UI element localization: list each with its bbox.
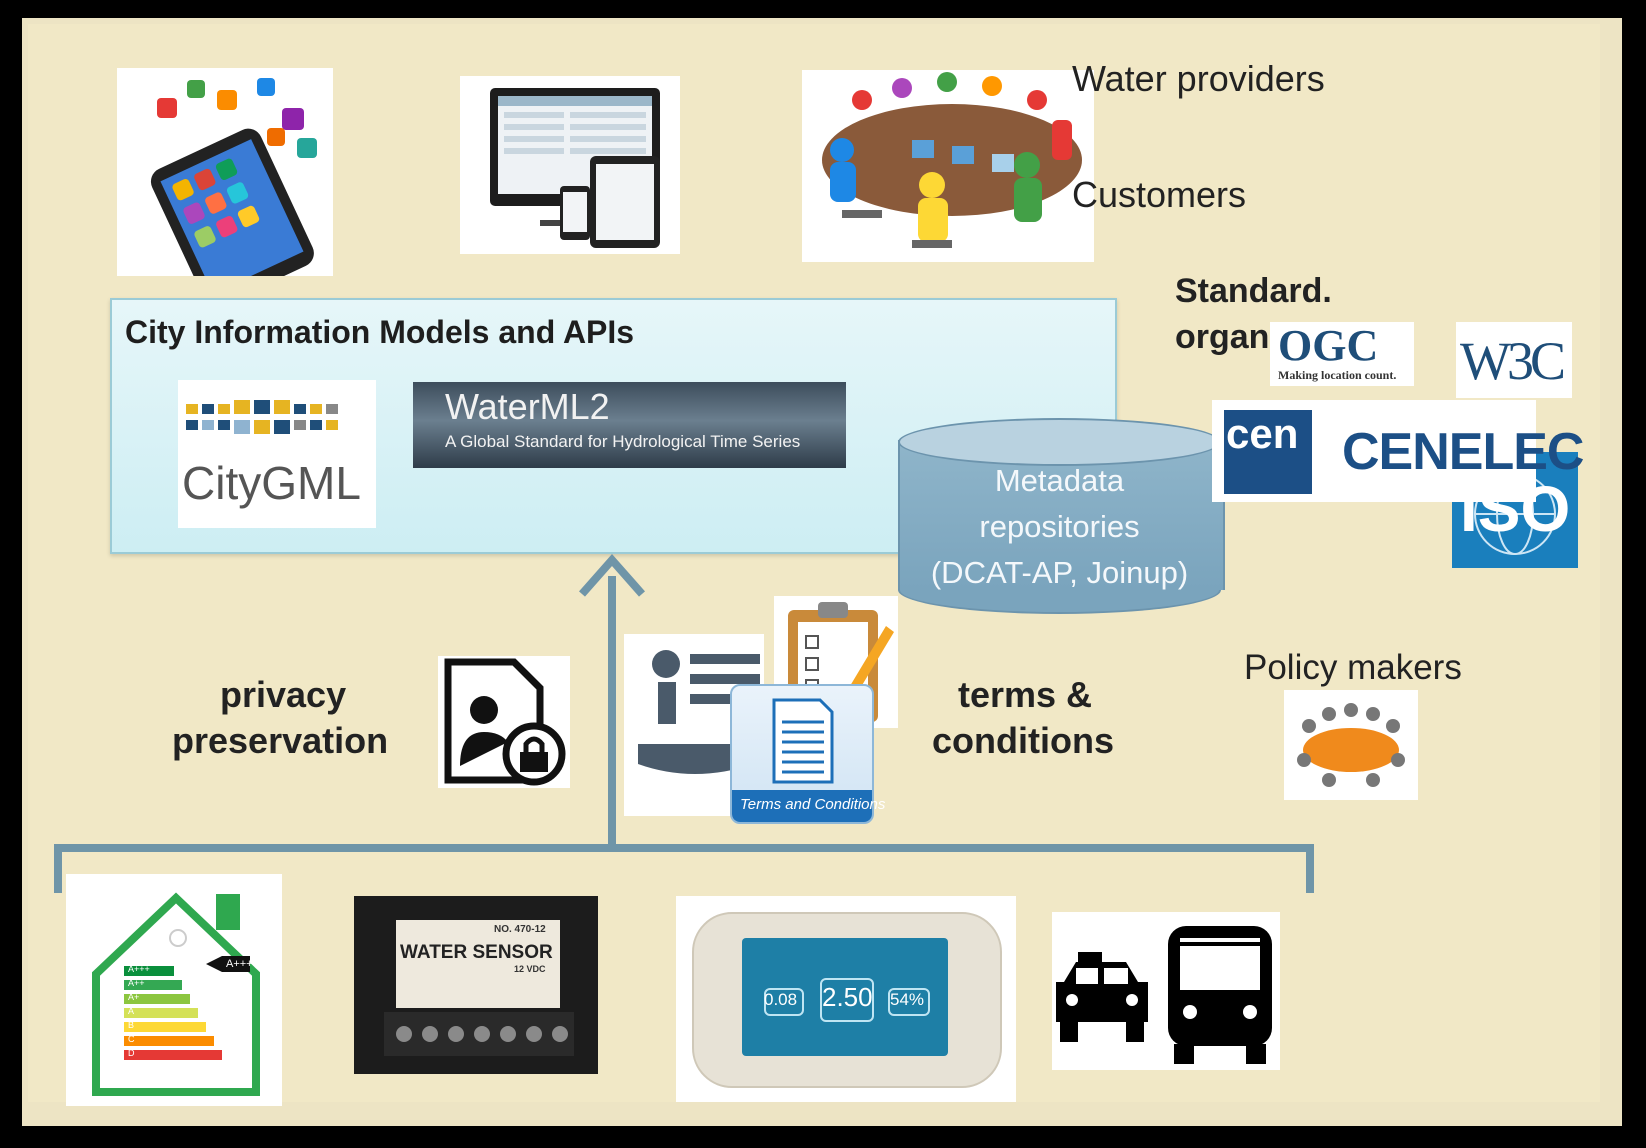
devices-image bbox=[460, 76, 680, 254]
smartphone-apps-image bbox=[117, 68, 333, 307]
water-sensor-image: NO. 470-12 WATER SENSOR 12 VDC bbox=[354, 896, 598, 1074]
policy-makers-image bbox=[1284, 690, 1418, 800]
people-puzzle-table-icon bbox=[822, 72, 1082, 248]
customers-label: Customers bbox=[1072, 174, 1247, 215]
energy-efficiency-house-icon bbox=[92, 892, 260, 1096]
meter-left-value: 0.08 bbox=[764, 990, 798, 1009]
water-sensor-voltage: 12 VDC bbox=[514, 964, 546, 974]
water-providers-label: Water providers bbox=[1072, 58, 1325, 99]
metadata-line-3: (DCAT-AP, Joinup) bbox=[930, 555, 1189, 590]
transport-image bbox=[1052, 912, 1280, 1070]
smart-meter-screen bbox=[742, 938, 948, 1056]
water-sensor-label-plate bbox=[396, 920, 560, 1008]
cen-cenelec-logo: cen CENELEC bbox=[1212, 400, 1584, 502]
waterml2-subtitle: A Global Standard for Hydrological Time … bbox=[445, 432, 801, 451]
ogc-logo: OGC Making location count. bbox=[1270, 321, 1414, 386]
cen-text: cen bbox=[1226, 410, 1299, 457]
ogc-text: OGC bbox=[1278, 321, 1379, 370]
meter-right-value: 54% bbox=[890, 990, 925, 1009]
smartphone-apps-icon bbox=[150, 78, 317, 307]
citygml-squares-icon bbox=[186, 400, 338, 434]
meeting-table-image bbox=[802, 70, 1094, 262]
policy-makers-label: Policy makers bbox=[1244, 648, 1462, 687]
waterml2-banner: WaterML2 A Global Standard for Hydrologi… bbox=[413, 382, 846, 468]
cen-block: cen bbox=[1224, 410, 1312, 494]
certificate-icon bbox=[638, 650, 760, 774]
citygml-text: CityGML bbox=[182, 457, 361, 509]
meter-left-frame bbox=[764, 988, 804, 1016]
waterml2-title: WaterML2 bbox=[445, 386, 610, 427]
terms-conditions-badge: Terms and Conditions bbox=[730, 684, 885, 824]
privacy-lock-document-icon bbox=[444, 658, 566, 786]
metadata-line-2: repositories bbox=[979, 509, 1140, 544]
metadata-cylinder-top bbox=[898, 418, 1221, 466]
metadata-repositories-label: Metadata repositories (DCAT-AP, Joinup) bbox=[898, 458, 1221, 596]
citygml-logo: CityGML bbox=[178, 380, 376, 528]
w3c-logo: W3C bbox=[1456, 322, 1572, 398]
privacy-line-2: preservation bbox=[172, 720, 389, 761]
water-sensor-title: WATER SENSOR bbox=[400, 942, 553, 963]
w3c-text: W3C bbox=[1460, 331, 1566, 391]
cenelec-text: CENELEC bbox=[1342, 423, 1584, 481]
energy-grade-labels: A+++ A++ A+ A B C D bbox=[128, 964, 150, 1058]
energy-badge: A+++ bbox=[226, 958, 253, 970]
meter-center-value: 2.50 bbox=[822, 982, 873, 1012]
terms-line-1: terms & bbox=[958, 674, 1093, 715]
terms-line-2: conditions bbox=[932, 720, 1114, 761]
terminal-block-icon bbox=[384, 1012, 574, 1056]
water-sensor-model: NO. 470-12 bbox=[494, 924, 546, 935]
taxi-bus-icon bbox=[1056, 926, 1272, 1064]
ogc-tagline: Making location count. bbox=[1278, 368, 1397, 382]
energy-label-image: A+++ A++ A+ A B C D A+++ bbox=[66, 874, 282, 1106]
people-round-table-icon bbox=[1297, 703, 1405, 787]
privacy-document-image bbox=[438, 656, 570, 788]
terms-badge-text: Terms and Conditions bbox=[740, 796, 886, 813]
privacy-line-1: privacy bbox=[220, 674, 347, 715]
terms-document-icon bbox=[772, 698, 834, 784]
metadata-line-1: Metadata bbox=[994, 463, 1125, 498]
upward-arrow-head bbox=[579, 553, 645, 597]
meter-center-frame bbox=[820, 978, 874, 1022]
monitor-tablet-phone-icon bbox=[490, 88, 660, 248]
meter-right-frame bbox=[888, 988, 930, 1016]
cim-title: City Information Models and APIs bbox=[125, 314, 635, 350]
terms-badge-bar bbox=[732, 790, 872, 822]
smart-meter-image: 0.08 2.50 54% bbox=[676, 896, 1016, 1102]
sensor-bracket-line bbox=[54, 844, 1314, 893]
